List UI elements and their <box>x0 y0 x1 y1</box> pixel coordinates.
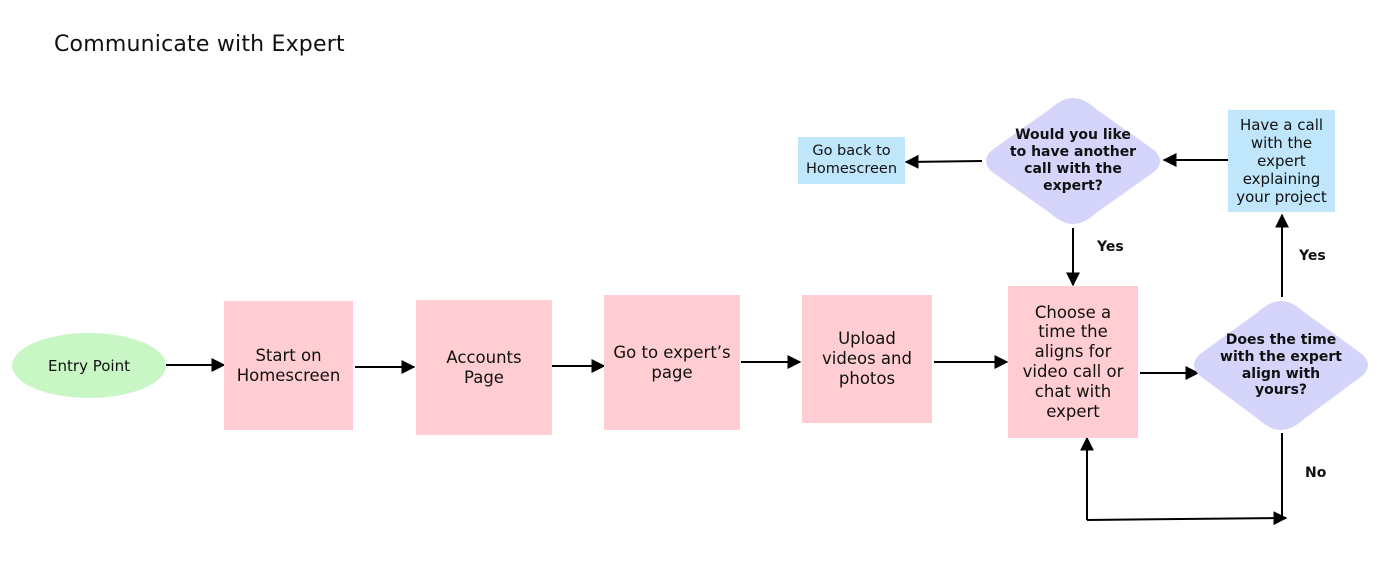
accounts-page-label: Accounts Page <box>446 347 522 387</box>
arrow-no-loop-bottom <box>1086 511 1288 526</box>
accounts-page-node: Accounts Page <box>416 300 552 435</box>
back-homescreen-node: Go back to Homescreen <box>798 137 905 184</box>
edge-label-align-no: No <box>1305 465 1327 481</box>
expert-page-node: Go to expert’s page <box>604 295 740 430</box>
expert-page-label: Go to expert’s page <box>613 342 731 382</box>
entry-point-node: Entry Point <box>12 333 166 398</box>
choose-time-node: Choose a time the aligns for video call … <box>1008 286 1138 438</box>
edge-label-another-yes: Yes <box>1097 239 1124 255</box>
decision-time-align-node: Does the time with the expert align with… <box>1188 298 1374 433</box>
diagram-title: Communicate with Expert <box>54 32 345 57</box>
decision-time-align-label: Does the time with the expert align with… <box>1220 331 1342 399</box>
decision-another-call-node: Would you like to have another call with… <box>980 95 1166 227</box>
upload-media-node: Upload videos and photos <box>802 295 932 423</box>
upload-media-label: Upload videos and photos <box>822 329 912 388</box>
decision-another-call-label: Would you like to have another call with… <box>1009 127 1137 194</box>
have-call-node: Have a call with the expert explaining y… <box>1228 110 1335 212</box>
have-call-label: Have a call with the expert explaining y… <box>1236 116 1327 206</box>
choose-time-label: Choose a time the aligns for video call … <box>1022 302 1124 421</box>
entry-point-label: Entry Point <box>48 356 130 375</box>
start-homescreen-node: Start on Homescreen <box>224 301 353 430</box>
edge-label-align-yes: Yes <box>1299 248 1326 264</box>
back-homescreen-label: Go back to Homescreen <box>805 143 898 177</box>
start-homescreen-label: Start on Homescreen <box>236 345 341 385</box>
decision-time-align-shape <box>1194 301 1368 430</box>
arrow-another-to-back-home <box>904 154 983 169</box>
decision-another-call-shape <box>986 98 1160 224</box>
